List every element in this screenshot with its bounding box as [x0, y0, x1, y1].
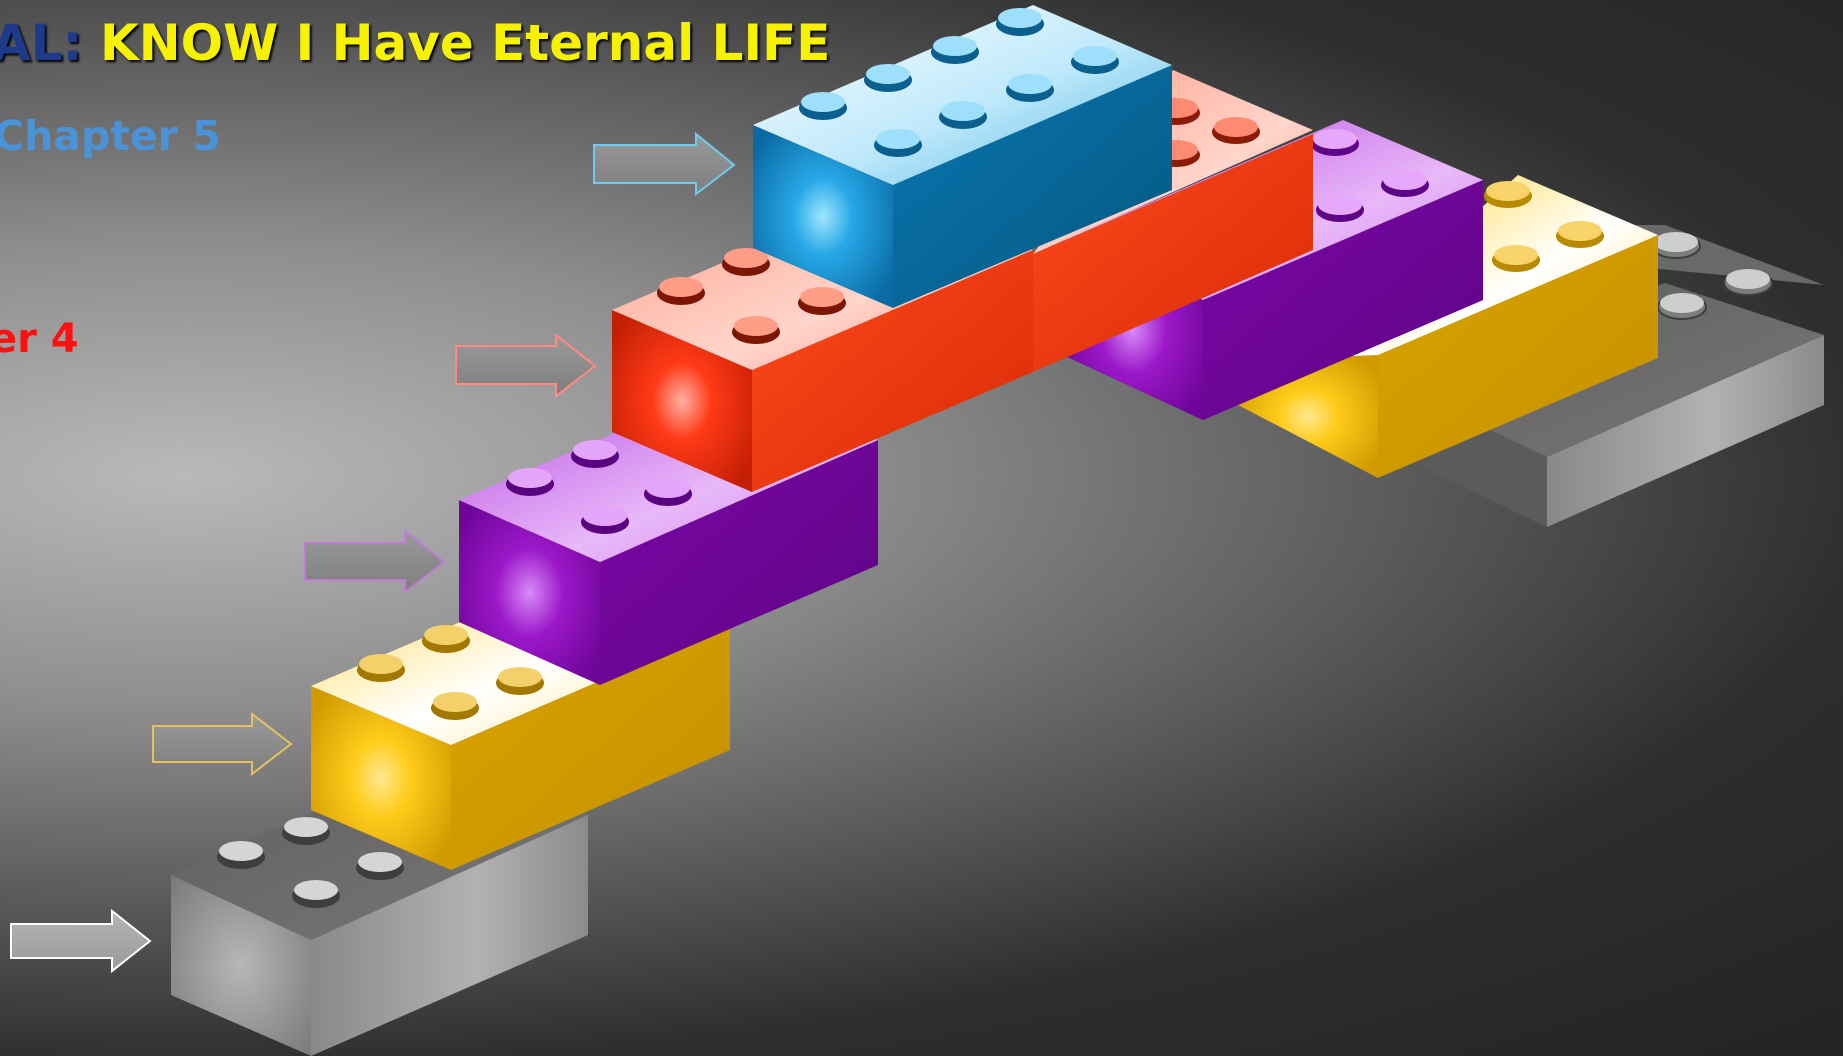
title-text: KNOW I Have Eternal LIFE — [99, 14, 831, 72]
page-title: AL: KNOW I Have Eternal LIFE — [0, 14, 830, 72]
subtitle: Chapter 5 — [0, 112, 221, 160]
arrow-right-icon — [152, 711, 293, 777]
arrow-right-icon — [10, 908, 152, 974]
blue-lego-brick-icon — [753, 5, 1172, 308]
title-prefix: AL: — [0, 14, 83, 72]
arrow-right-icon — [304, 528, 446, 595]
chapter-label: er 4 — [0, 316, 79, 362]
arrow-right-icon — [593, 131, 736, 197]
arrow-right-icon — [455, 332, 597, 399]
